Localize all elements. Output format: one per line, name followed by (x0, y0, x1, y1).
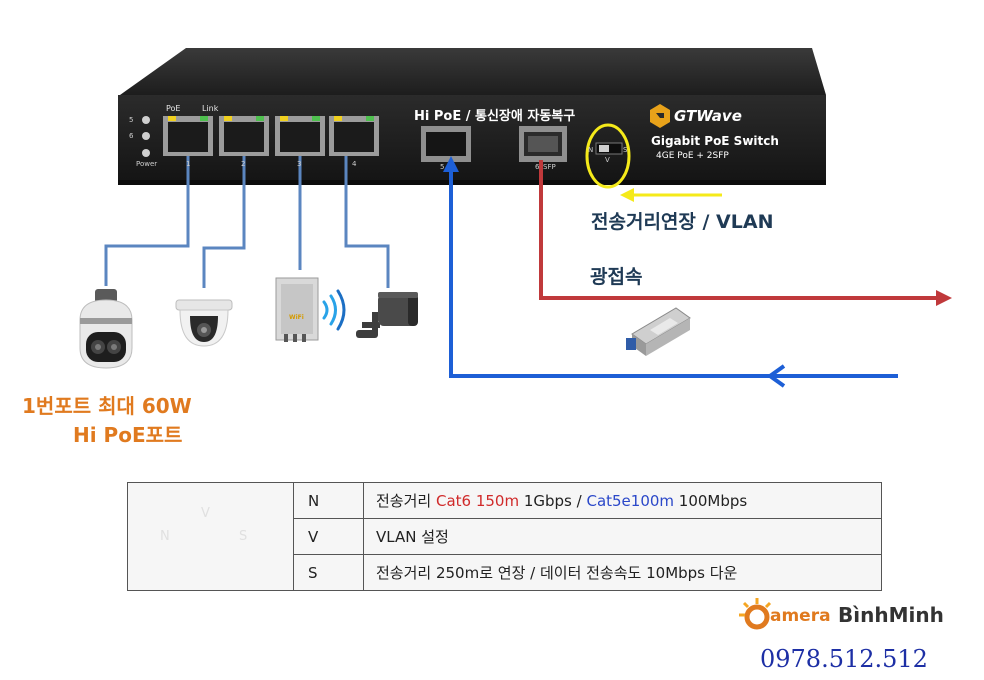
sfp-suffix-label: SFP (543, 163, 556, 171)
port-number-1: 1 (186, 160, 191, 168)
switch-top-surface (120, 48, 826, 95)
dome-camera-icon (175, 299, 233, 347)
port-number-4: 4 (352, 160, 357, 168)
model-subtitle: 4GE PoE + 2SFP (656, 151, 729, 161)
gtwave-logo-mark (650, 104, 670, 128)
yellow-arrow-head (620, 188, 634, 202)
port1-hipoe-label: Hi PoE포트 (73, 423, 183, 447)
bullet-camera-icon (356, 292, 418, 338)
legend-desc: VLAN 설정 (363, 518, 882, 555)
led-number-5: 5 (129, 116, 134, 124)
legend-desc: 전송거리 Cat6 150m 1Gbps / Cat5e100m 100Mbps (363, 482, 882, 519)
ptz-camera-icon (79, 289, 133, 369)
blue-arrow-left (766, 364, 786, 388)
sfp-port-6 (519, 126, 567, 162)
rj45-port-1 (163, 116, 213, 156)
legend-desc: 전송거리 250m로 연장 / 데이터 전송속도 10Mbps 다운 (363, 554, 882, 591)
power-led-label: Power (136, 160, 158, 168)
poe-led-label: PoE (166, 104, 181, 113)
cable-port-4 (344, 156, 390, 288)
footer-phone: 0978.512.512 (760, 645, 928, 673)
dip-switch-highlight (585, 123, 631, 189)
legend-cat6-value: Cat6 150m (435, 492, 520, 510)
footer-brand-binhminh: BìnhMinh (838, 603, 944, 627)
camera-binhminh-logo-mark (739, 598, 772, 630)
legend-switch-label-v: V (201, 506, 210, 521)
legend-mode: V (293, 518, 364, 555)
legend-mode: S (293, 554, 364, 591)
poe-cable-lines (104, 156, 390, 288)
port1-max-label: 1번포트 최대 60W (22, 394, 192, 418)
legend-mode: N (293, 482, 364, 519)
rj45-port-3 (275, 116, 325, 156)
rj45-port-group (163, 116, 379, 156)
rj45-port-4 (329, 116, 379, 156)
fiber-blue-line (443, 156, 898, 388)
sfp-number-5: 5 (440, 163, 445, 171)
legend-image-cell (127, 482, 294, 591)
switch-header-label: Hi PoE / 통신장애 자동복구 (414, 109, 576, 124)
dip-switch (595, 142, 623, 155)
wifi-ap-icon (275, 277, 319, 342)
rj45-port-2 (219, 116, 269, 156)
legend-row-v: V VLAN 설정 (128, 518, 882, 555)
sfp-number-6: 6 (535, 163, 540, 171)
port-number-2: 2 (241, 160, 246, 168)
legend-row-n: N 전송거리 Cat6 150m 1Gbps / Cat5e100m 100Mb… (127, 482, 882, 591)
legend-switch-label-n: N (160, 529, 170, 544)
fiber-red-line (539, 160, 952, 306)
legend-desc-part: 100Mbps (674, 492, 748, 510)
optical-connection-label: 광접속 (590, 266, 643, 288)
sfp-port-5 (421, 126, 471, 162)
brand-logo-text: GTWave (674, 107, 742, 125)
distance-vlan-label: 전송거리연장 / VLAN (591, 211, 774, 233)
legend-desc-part: 1Gbps / (519, 492, 587, 510)
legend-row-s: S 전송거리 250m로 연장 / 데이터 전송속도 10Mbps 다운 (128, 554, 882, 591)
model-name: Gigabit PoE Switch (651, 134, 779, 148)
wifi-badge: WiFi (289, 314, 304, 321)
wifi-signal-icon (322, 289, 346, 331)
legend-desc-part: 전송거리 (376, 492, 436, 510)
dip-label-s: S (623, 146, 628, 154)
dip-label-n: N (588, 146, 594, 154)
cable-port-1 (104, 156, 190, 286)
status-leds (142, 116, 150, 157)
red-arrow-right (936, 290, 952, 306)
dip-label-v: V (605, 156, 610, 164)
cable-port-2 (202, 156, 246, 288)
legend-cat5e-value: Cat5e100m (586, 492, 675, 510)
link-led-label: Link (202, 104, 219, 113)
sfp-module-icon (626, 307, 691, 356)
footer-brand-camera: amera (770, 606, 831, 626)
port-number-3: 3 (297, 160, 302, 168)
dip-switch-legend-table: N 전송거리 Cat6 150m 1Gbps / Cat5e100m 100Mb… (127, 482, 882, 591)
led-number-6: 6 (129, 132, 134, 140)
blue-arrow-up (443, 156, 459, 172)
legend-switch-label-s: S (239, 529, 248, 544)
